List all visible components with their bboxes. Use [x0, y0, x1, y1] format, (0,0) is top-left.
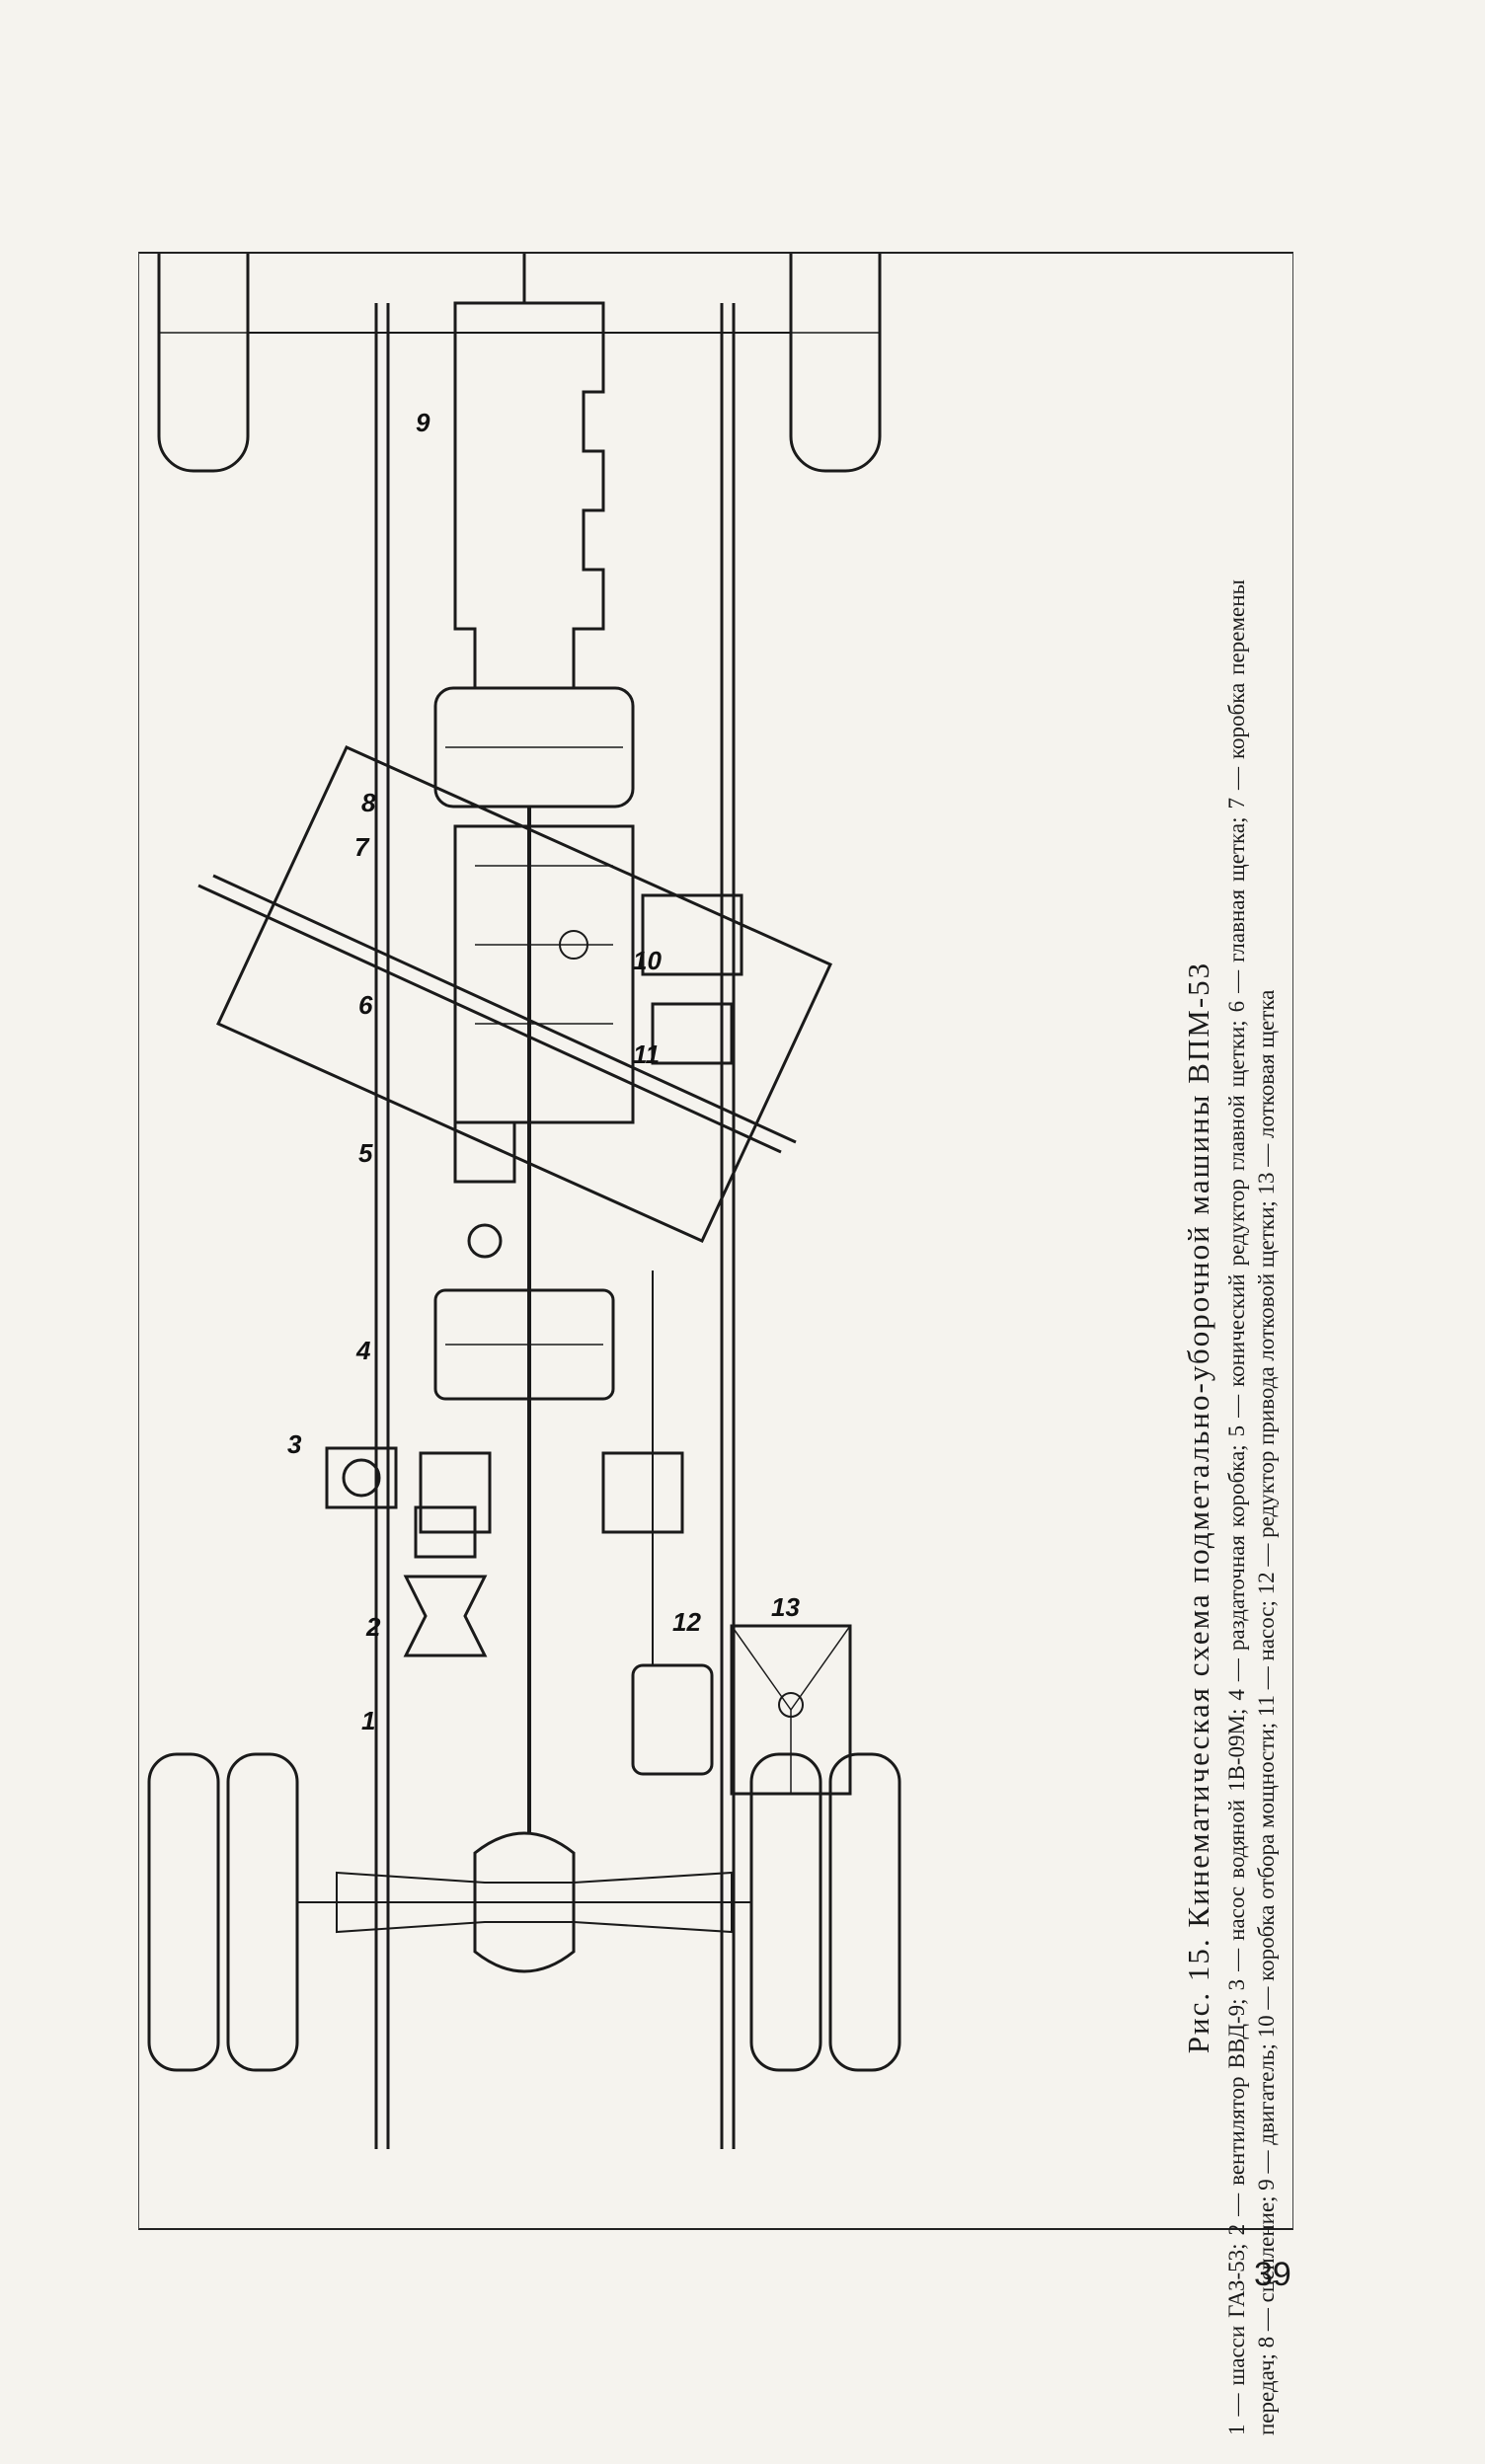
main-brush	[197, 745, 833, 1243]
rear-wheels-right	[749, 1752, 901, 2072]
page-number: 39	[1254, 2256, 1291, 2293]
callout-3: 3	[287, 1429, 302, 1459]
power-take-off	[641, 893, 743, 976]
gearbox	[453, 824, 635, 1124]
callout-12: 12	[672, 1607, 701, 1637]
callout-9: 9	[416, 408, 430, 437]
pump-drive	[601, 1451, 684, 1534]
callout-2: 2	[365, 1612, 381, 1642]
figure-caption: Рис. 15. Кинематическая схема подметальн…	[1181, 579, 1282, 2435]
bevel-reducer	[453, 1120, 516, 1259]
clutch	[433, 686, 635, 808]
callout-6: 6	[358, 990, 373, 1020]
rear-axle	[297, 1831, 751, 1973]
callout-1: 1	[361, 1706, 375, 1735]
transfer-case	[433, 1288, 615, 1401]
gutter-brush-reducer	[631, 1663, 714, 1776]
fan	[403, 1505, 488, 1657]
engine	[453, 254, 605, 690]
kinematic-schematic: 1 2 3 4 5 6 7 8 9 10 11 12 13	[147, 254, 901, 2149]
rear-wheels-left	[147, 1752, 299, 2072]
callout-13: 13	[771, 1592, 800, 1622]
pump-11	[651, 1002, 734, 1065]
front-wheel-left	[157, 254, 250, 473]
gear-stack	[419, 1451, 492, 1534]
callout-8: 8	[361, 788, 376, 817]
figure-title: Рис. 15. Кинематическая схема подметальн…	[1181, 961, 1215, 2054]
callout-4: 4	[355, 1336, 371, 1365]
callout-7: 7	[354, 832, 370, 862]
callout-11: 11	[633, 1040, 660, 1069]
callout-10: 10	[633, 946, 662, 975]
gutter-brush	[730, 1624, 852, 1796]
figure-legend: 1 — шасси ГАЗ-53; 2 — вентилятор ВВД-9; …	[1224, 579, 1279, 2435]
chassis-frame	[374, 303, 736, 2149]
water-pump	[325, 1446, 398, 1509]
callout-labels: 1 2 3 4 5 6 7 8 9 10 11 12 13	[287, 408, 800, 1735]
callout-5: 5	[358, 1138, 373, 1168]
front-wheel-right	[789, 254, 882, 473]
figure-frame: 1 2 3 4 5 6 7 8 9 10 11 12 13 Рис. 15. К…	[138, 252, 1293, 2435]
